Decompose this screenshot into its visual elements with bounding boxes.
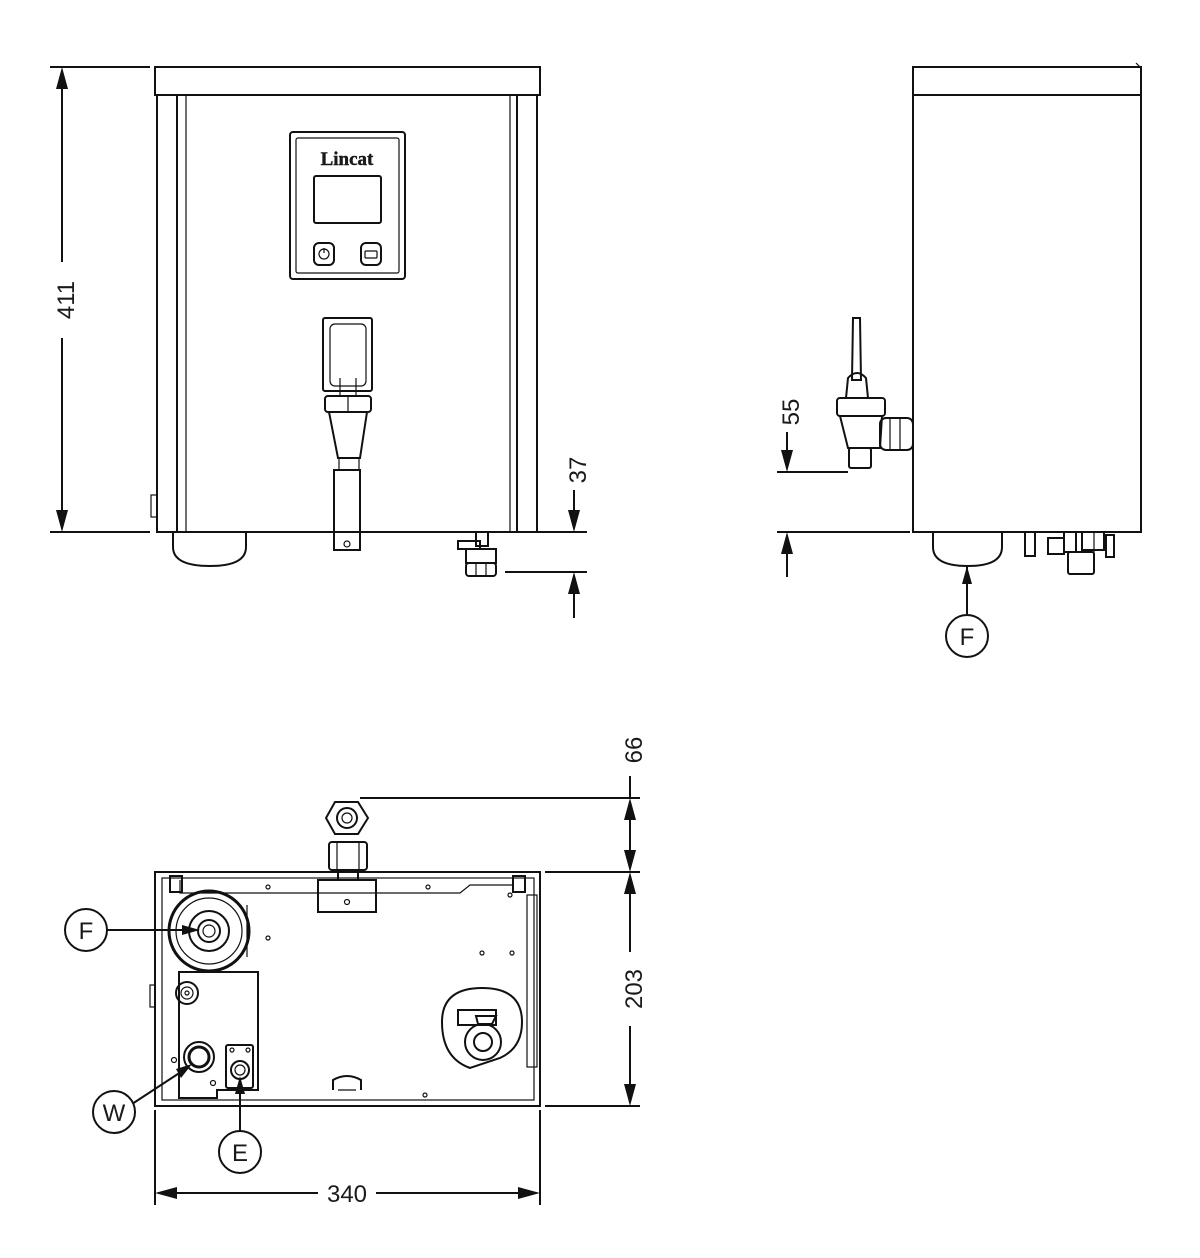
- dimension-66: 66: [360, 737, 648, 873]
- front-inlet-valve: [457, 531, 497, 577]
- side-foot: [932, 531, 1003, 568]
- dimension-411: 411: [50, 66, 150, 533]
- power-button: [313, 242, 335, 266]
- callout-e: E: [218, 1076, 262, 1174]
- dimension-66-label: 66: [621, 737, 648, 764]
- front-foot: [172, 531, 247, 568]
- callout-f-side: F: [945, 566, 989, 658]
- side-view: [836, 62, 1142, 575]
- control-panel: Lincat: [289, 131, 406, 280]
- callout-f-base: F: [64, 908, 200, 952]
- dimension-340: 340: [154, 1110, 541, 1208]
- front-view: Lincat: [150, 66, 541, 577]
- base-drain: [440, 986, 524, 1070]
- base-view: [149, 801, 541, 1107]
- callout-f-side-label: F: [960, 624, 975, 651]
- dimension-340-label: 340: [327, 1181, 367, 1208]
- dimension-203: 203: [545, 872, 648, 1107]
- tap-assembly: [322, 317, 373, 551]
- callout-w: W: [92, 1064, 192, 1134]
- dimension-55: 55: [777, 399, 910, 577]
- brand-logo: Lincat: [321, 149, 374, 170]
- callout-w-label: W: [103, 1100, 126, 1127]
- callout-e-label: E: [232, 1140, 248, 1167]
- dimension-37-label: 37: [565, 457, 592, 484]
- dimension-203-label: 203: [621, 969, 648, 1009]
- display-screen: [313, 175, 382, 224]
- dimension-37: 37: [505, 457, 592, 618]
- callout-f-base-label: F: [79, 918, 94, 945]
- dimension-55-label: 55: [778, 399, 805, 426]
- dispense-button: [360, 242, 382, 266]
- electrical-box: [170, 971, 259, 1099]
- dimension-411-label: 411: [53, 281, 80, 319]
- base-tap: [324, 801, 370, 881]
- side-tap: [836, 317, 914, 469]
